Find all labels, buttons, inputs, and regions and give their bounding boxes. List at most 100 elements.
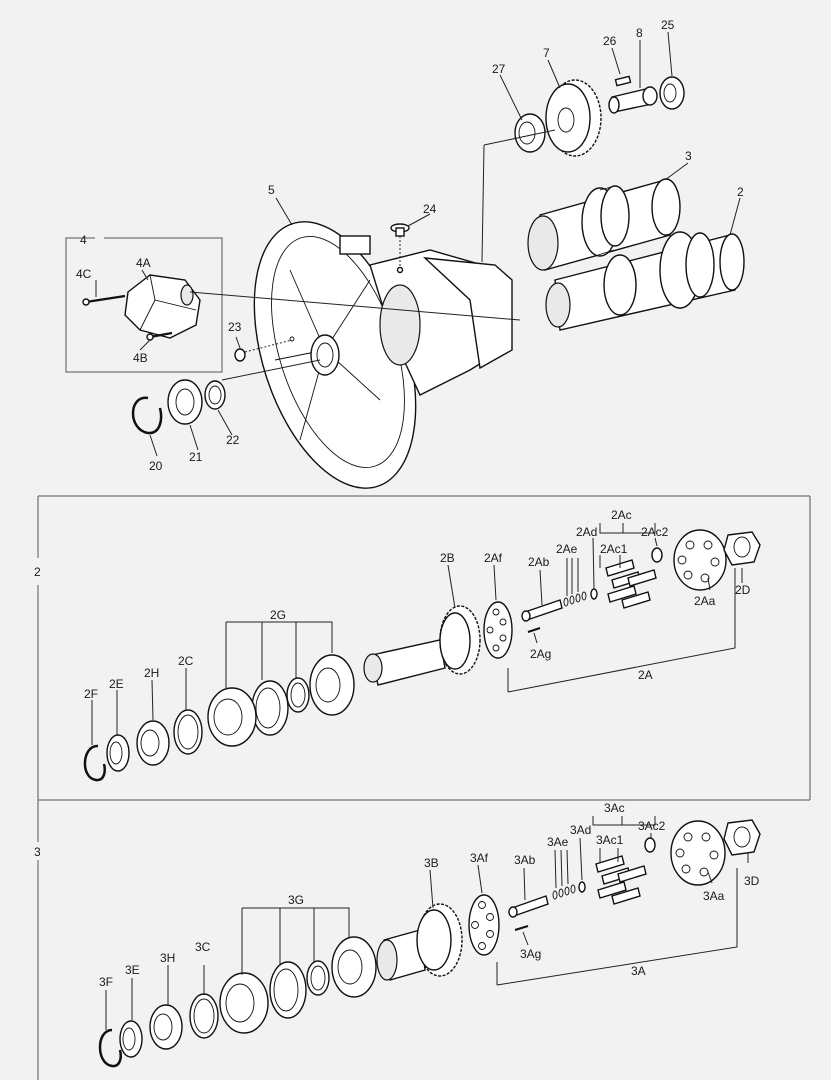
bearing-2H — [136, 720, 170, 766]
label-27: 27 — [492, 62, 506, 76]
section-2-marker: 2 — [34, 565, 41, 579]
shaft-assembly-2 — [545, 231, 745, 331]
label-3Ad: 3Ad — [570, 823, 591, 837]
sensor-4A — [124, 274, 201, 339]
cylinder-block-2Aa — [673, 529, 727, 591]
ring-2C — [173, 709, 203, 755]
shaft-assembly-3 — [527, 178, 681, 271]
label-24: 24 — [423, 202, 437, 216]
gear-7 — [545, 79, 602, 157]
section-3-marker: 3 — [34, 845, 41, 859]
leader-lines-section-3 — [105, 816, 749, 1030]
label-3F: 3F — [99, 975, 113, 989]
label-21: 21 — [189, 450, 203, 464]
sub-assembly-box-4 — [65, 237, 223, 373]
label-3Ac: 3Ac — [604, 801, 625, 815]
label-3Ag: 3Ag — [520, 947, 541, 961]
label-2Ab: 2Ab — [528, 555, 550, 569]
label-3E: 3E — [125, 963, 140, 977]
label-3Ac1: 3Ac1 — [596, 833, 624, 847]
label-2Ae: 2Ae — [556, 542, 578, 556]
label-3: 3 — [685, 149, 692, 163]
label-2Ag: 2Ag — [530, 647, 551, 661]
pistons-3Ac1 — [595, 855, 647, 905]
screw-4C — [82, 294, 126, 306]
label-23: 23 — [228, 320, 242, 334]
nut-3E — [119, 1020, 143, 1058]
label-2Ac2: 2Ac2 — [641, 525, 669, 539]
label-2B: 2B — [440, 551, 455, 565]
label-2C: 2C — [178, 654, 194, 668]
label-2F: 2F — [84, 687, 98, 701]
pin-2Ab — [521, 599, 563, 622]
washer-3Ac2 — [644, 837, 656, 853]
bearing-3H — [149, 1004, 183, 1050]
label-3Af: 3Af — [470, 851, 489, 865]
screw-3Ag — [514, 925, 529, 931]
shaft-8 — [608, 86, 658, 114]
ring-22 — [204, 380, 226, 410]
ring-3C — [189, 993, 219, 1039]
label-3B: 3B — [424, 856, 439, 870]
label-7: 7 — [543, 46, 550, 60]
plug-23 — [234, 336, 295, 362]
label-3D: 3D — [744, 874, 760, 888]
label-4: 4 — [80, 233, 87, 247]
snap-ring-3F — [98, 1028, 122, 1068]
key-26 — [614, 75, 632, 87]
bearing-25 — [659, 76, 685, 110]
label-2Ac1: 2Ac1 — [600, 542, 628, 556]
label-5: 5 — [268, 183, 275, 197]
label-4C: 4C — [76, 267, 92, 281]
plate-2Af — [483, 601, 513, 659]
label-3G: 3G — [288, 893, 304, 907]
label-4A: 4A — [136, 256, 151, 270]
bearing-3G-outer — [219, 972, 269, 1034]
label-4B: 4B — [133, 351, 148, 365]
label-2Af: 2Af — [484, 551, 503, 565]
label-3H: 3H — [160, 951, 175, 965]
label-3C: 3C — [195, 940, 211, 954]
shaft-3B — [376, 903, 463, 981]
washer-2Ac2 — [651, 547, 663, 563]
label-8: 8 — [636, 26, 643, 40]
label-26: 26 — [603, 34, 617, 48]
section-2-frame — [37, 495, 811, 801]
valve-plate-2D — [723, 531, 761, 566]
ring-3Ad — [578, 881, 586, 893]
bearing-2G-outer — [207, 687, 257, 747]
plate-3Af — [468, 894, 500, 956]
label-3Aa: 3Aa — [703, 889, 725, 903]
label-2D: 2D — [735, 583, 751, 597]
label-2H: 2H — [144, 666, 159, 680]
screw-2Ag — [527, 627, 541, 633]
label-2Ad: 2Ad — [576, 525, 597, 539]
label-22: 22 — [226, 433, 240, 447]
leader-lines-section-2 — [91, 523, 743, 745]
pistons-2Ac1 — [605, 559, 657, 609]
bearing-27 — [514, 113, 546, 153]
seal-21 — [167, 379, 203, 425]
label-20: 20 — [149, 459, 163, 473]
bearings-2G — [251, 654, 355, 736]
springs-2Ae — [563, 591, 587, 607]
shaft-2B — [363, 605, 481, 686]
label-2Ac: 2Ac — [611, 508, 632, 522]
snap-ring-2F — [83, 744, 106, 782]
label-2: 2 — [737, 185, 744, 199]
label-2E: 2E — [109, 677, 124, 691]
valve-plate-3D — [723, 819, 761, 856]
ring-2Ad — [590, 588, 598, 600]
housing-5 — [253, 221, 513, 489]
label-2G: 2G — [270, 608, 286, 622]
label-3Ac2: 3Ac2 — [638, 819, 666, 833]
nut-2E — [106, 734, 130, 772]
bearings-3G — [269, 936, 377, 1019]
springs-3Ae — [552, 884, 576, 900]
label-3Ab: 3Ab — [514, 853, 536, 867]
pin-3Ab — [508, 895, 549, 918]
cylinder-block-3Aa — [670, 820, 726, 886]
label-2Aa: 2Aa — [694, 594, 716, 608]
